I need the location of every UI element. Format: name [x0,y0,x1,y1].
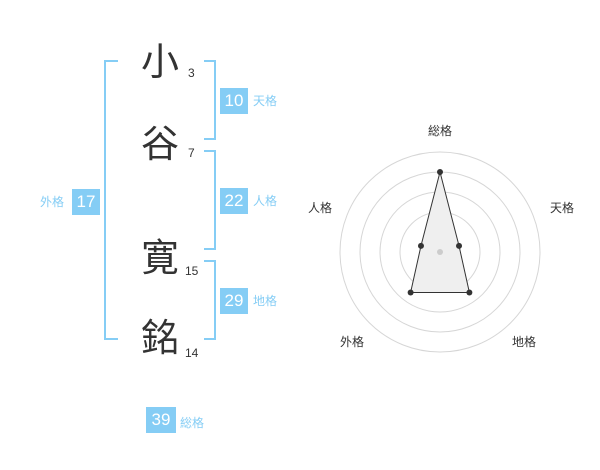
name-char-4: 銘 [140,316,179,360]
tenkaku-label: 天格 [253,94,278,108]
gaikaku-bracket [104,60,118,340]
tenkaku-bracket [204,60,216,140]
axis-label-chikaku: 地格 [512,334,536,349]
jinkaku-bracket [204,150,216,250]
tenkaku-value: 10 [220,88,248,114]
axis-label-tenkaku: 天格 [550,200,574,215]
axis-label-gaikaku: 外格 [340,334,364,349]
radar-center [437,249,443,255]
axis-label-jinkaku: 人格 [308,200,332,215]
name-char-3: 寛 [140,236,179,280]
radar-point [437,169,443,175]
radar-point [407,289,414,296]
stroke-count-1: 3 [188,66,195,80]
stroke-count-4: 14 [185,346,199,360]
radar-point [417,242,424,249]
jinkaku-label: 人格 [253,194,278,208]
radar-point [456,242,463,249]
stroke-count-3: 15 [185,264,199,278]
chikaku-label: 地格 [253,294,278,308]
radar-ring [339,151,541,353]
name-char-2: 谷 [140,122,179,166]
jinkaku-value: 22 [220,188,248,214]
axis-label-soukaku: 総格 [428,123,452,138]
radar-polygon [409,171,471,293]
radar-chart: 総格 天格 地格 外格 人格 [308,123,574,353]
chikaku-value: 29 [220,288,248,314]
soukaku-value: 39 [146,407,176,433]
stroke-count-2: 7 [188,146,195,160]
name-char-1: 小 [140,40,179,84]
radar-points [407,169,473,296]
chikaku-bracket [204,260,216,340]
gaikaku-value: 17 [72,189,100,215]
soukaku-label: 総格 [180,416,205,430]
gaikaku-label: 外格 [40,195,65,209]
radar-point [466,289,473,296]
